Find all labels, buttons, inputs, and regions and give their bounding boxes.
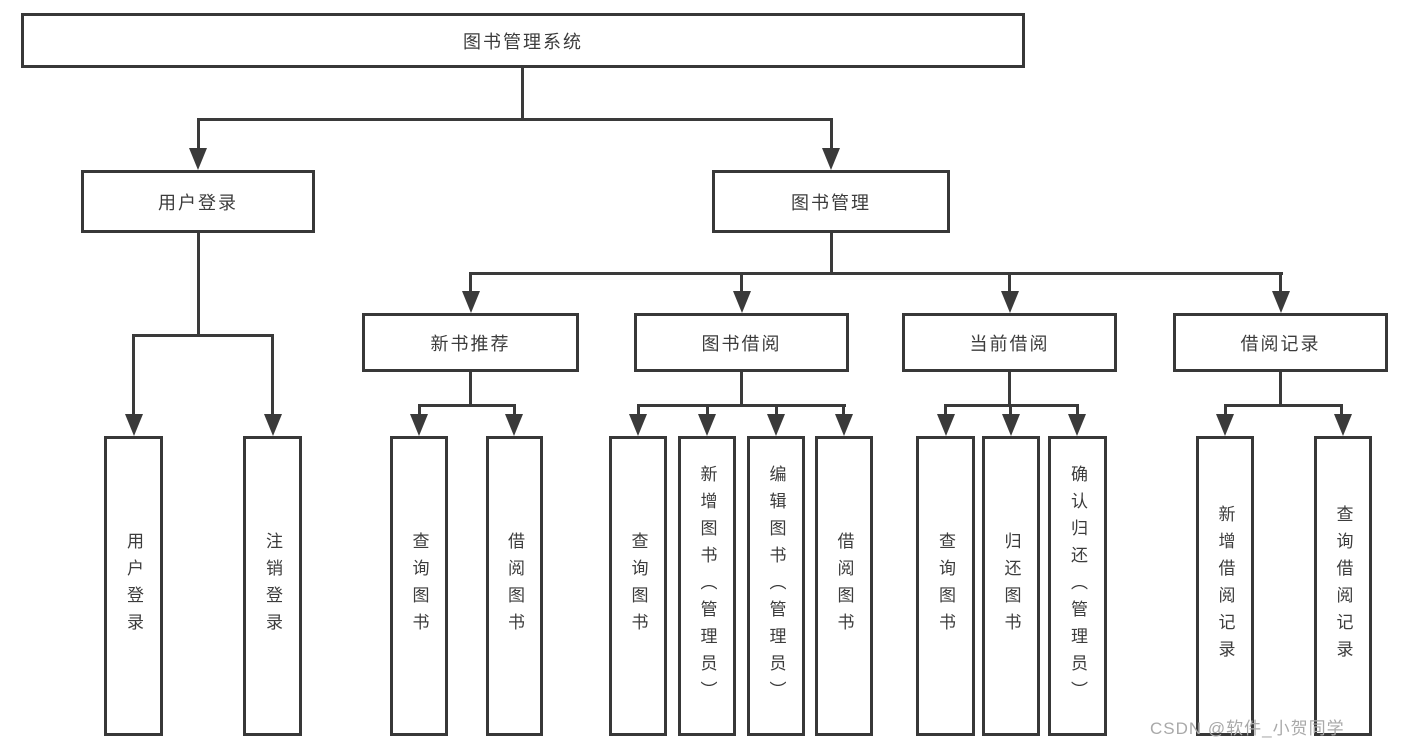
connector-line — [1279, 272, 1282, 297]
connector-arrow — [264, 414, 282, 436]
node-user-login-leaf-label: 用户登录 — [124, 532, 143, 640]
connector-arrow — [410, 414, 428, 436]
node-confirm-return-admin: 确认归还︵管理员︶ — [1048, 436, 1107, 736]
connector-line — [197, 233, 200, 336]
node-bookborrow-borrow-book-label: 借阅图书 — [834, 532, 854, 640]
node-user-login: 用户登录 — [81, 170, 315, 233]
connector-line — [197, 118, 833, 121]
node-bookborrow-borrow-book: 借阅图书 — [815, 436, 873, 736]
node-borrow-record: 借阅记录 — [1173, 313, 1388, 372]
connector-arrow — [1001, 291, 1019, 313]
node-newbook-query-book: 查询图书 — [390, 436, 448, 736]
node-add-book-admin-label: 新增图书︵管理员︶ — [697, 464, 717, 708]
connector-arrow — [1272, 291, 1290, 313]
connector-line — [1076, 404, 1079, 418]
connector-line — [842, 404, 845, 418]
node-bookborrow-query-book-label: 查询图书 — [628, 532, 648, 640]
connector-line — [1008, 272, 1011, 297]
connector-line — [740, 372, 743, 406]
node-root-label: 图书管理系统 — [463, 31, 583, 52]
node-newbook-borrow-book-label: 借阅图书 — [505, 532, 524, 640]
node-return-book: 归还图书 — [982, 436, 1040, 736]
connector-line — [637, 404, 640, 418]
node-return-book-label: 归还图书 — [1001, 532, 1021, 640]
connector-arrow — [189, 148, 207, 170]
connector-arrow — [937, 414, 955, 436]
node-user-login-label: 用户登录 — [158, 192, 238, 213]
connector-arrow — [835, 414, 853, 436]
node-book-borrow: 图书借阅 — [634, 313, 849, 372]
connector-arrow — [1068, 414, 1086, 436]
connector-arrow — [1334, 414, 1352, 436]
connector-line — [637, 404, 846, 407]
node-book-management: 图书管理 — [712, 170, 950, 233]
node-new-book-recommend-label: 新书推荐 — [430, 333, 511, 354]
connector-arrow — [698, 414, 716, 436]
connector-arrow — [125, 414, 143, 436]
connector-arrow — [462, 291, 480, 313]
node-confirm-return-admin-label: 确认归还︵管理员︶ — [1068, 464, 1087, 708]
connector-arrow — [1002, 414, 1020, 436]
node-bookborrow-query-book: 查询图书 — [609, 436, 667, 736]
connector-line — [132, 334, 274, 337]
connector-arrow — [629, 414, 647, 436]
connector-line — [513, 404, 516, 418]
connector-line — [944, 404, 947, 418]
connector-line — [830, 118, 833, 152]
connector-arrow — [505, 414, 523, 436]
connector-line — [775, 404, 778, 418]
connector-line — [271, 334, 274, 416]
connector-arrow — [767, 414, 785, 436]
node-add-borrow-record: 新增借阅记录 — [1196, 436, 1254, 736]
connector-arrow — [733, 291, 751, 313]
node-add-borrow-record-label: 新增借阅记录 — [1215, 505, 1235, 667]
connector-line — [1009, 404, 1012, 418]
connector-arrow — [1216, 414, 1234, 436]
node-current-borrow: 当前借阅 — [902, 313, 1117, 372]
node-query-borrow-record-label: 查询借阅记录 — [1333, 505, 1353, 667]
connector-line — [469, 272, 1283, 275]
node-current-borrow-label: 当前借阅 — [969, 333, 1050, 354]
node-query-borrow-record: 查询借阅记录 — [1314, 436, 1372, 736]
connector-line — [1008, 372, 1011, 406]
connector-line — [706, 404, 709, 418]
node-logout-leaf-label: 注销登录 — [263, 532, 282, 640]
connector-line — [197, 118, 200, 152]
node-edit-book-admin: 编辑图书︵管理员︶ — [747, 436, 805, 736]
watermark: CSDN @软件_小贺同学 — [1150, 719, 1345, 738]
connector-line — [132, 334, 135, 416]
node-borrow-record-label: 借阅记录 — [1240, 333, 1321, 354]
node-book-management-label: 图书管理 — [791, 192, 871, 213]
connector-line — [469, 272, 472, 297]
connector-line — [830, 233, 833, 274]
connector-line — [521, 68, 524, 120]
connector-line — [1340, 404, 1343, 418]
node-book-borrow-label: 图书借阅 — [701, 333, 782, 354]
node-newbook-borrow-book: 借阅图书 — [486, 436, 543, 736]
connector-line — [418, 404, 516, 407]
node-current-query-book: 查询图书 — [916, 436, 975, 736]
node-new-book-recommend: 新书推荐 — [362, 313, 579, 372]
node-logout-leaf: 注销登录 — [243, 436, 302, 736]
node-root: 图书管理系统 — [21, 13, 1025, 68]
connector-line — [418, 404, 421, 418]
node-current-query-book-label: 查询图书 — [936, 532, 955, 640]
connector-line — [740, 272, 743, 297]
node-edit-book-admin-label: 编辑图书︵管理员︶ — [766, 464, 786, 708]
node-user-login-leaf: 用户登录 — [104, 436, 163, 736]
connector-line — [1224, 404, 1343, 407]
connector-line — [469, 372, 472, 406]
connector-line — [1224, 404, 1227, 418]
node-add-book-admin: 新增图书︵管理员︶ — [678, 436, 736, 736]
connector-arrow — [822, 148, 840, 170]
node-newbook-query-book-label: 查询图书 — [409, 532, 429, 640]
connector-line — [1279, 372, 1282, 406]
